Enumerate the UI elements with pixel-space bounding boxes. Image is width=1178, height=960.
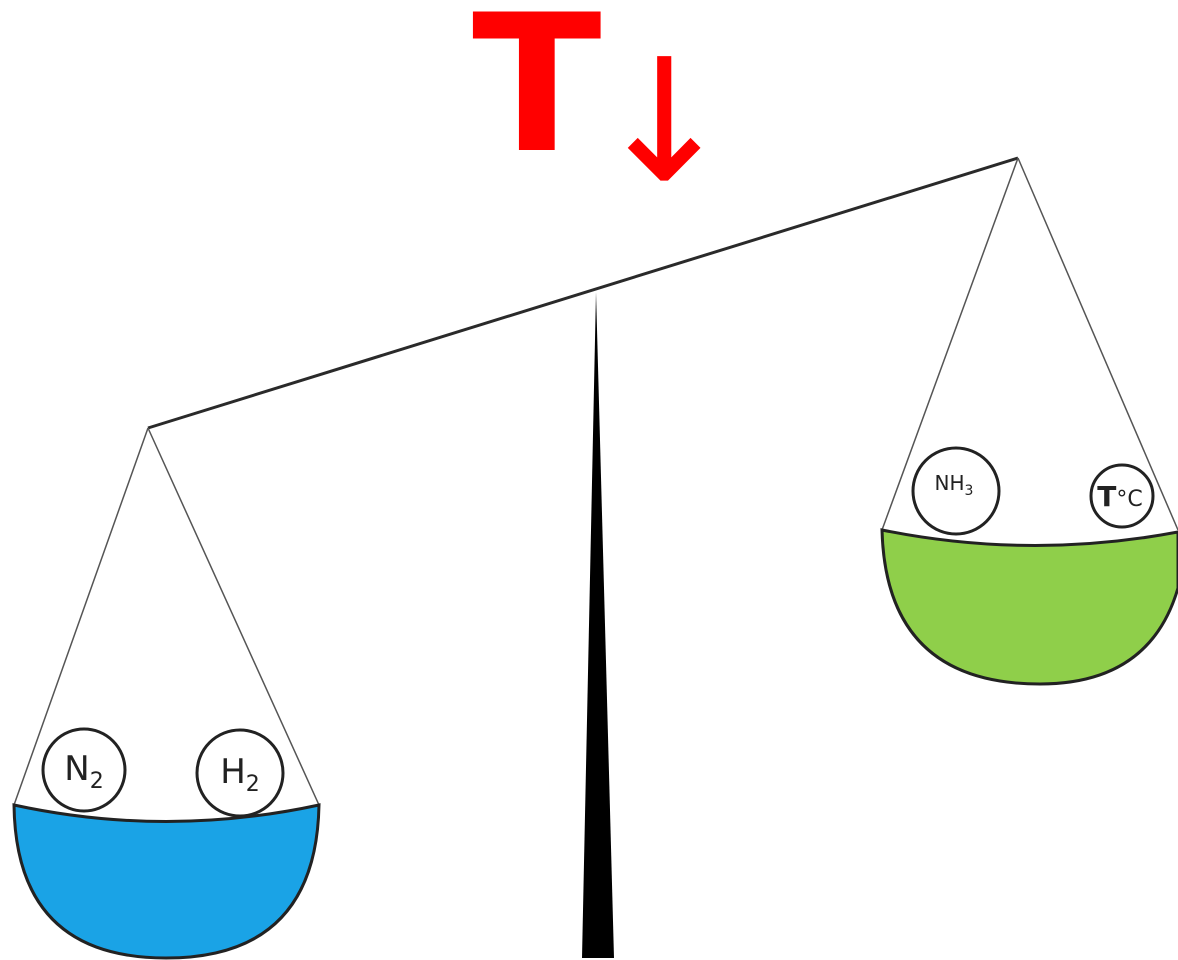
left-pan-string-left xyxy=(13,427,149,806)
molecule-h2: H2 xyxy=(195,728,285,818)
temperature-letter: T xyxy=(472,0,602,195)
molecule-nh3-symbol: NH xyxy=(935,471,965,495)
temperature-badge-letter: T xyxy=(1097,480,1116,513)
left-pan-string-right xyxy=(147,427,320,806)
scale-stand xyxy=(582,292,614,958)
molecule-n2: N2 xyxy=(41,727,127,813)
right-pan-bowl xyxy=(880,528,1178,686)
molecule-n2-subscript: 2 xyxy=(90,769,104,794)
temperature-badge: T°C xyxy=(1089,463,1155,529)
molecule-nh3-subscript: 3 xyxy=(965,483,974,499)
svg-text:N2: N2 xyxy=(64,749,103,794)
down-arrow-icon: ↓ xyxy=(593,23,735,221)
svg-text:NH3: NH3 xyxy=(935,471,974,499)
molecule-h2-subscript: 2 xyxy=(246,772,260,797)
molecule-h2-symbol: H xyxy=(220,752,246,792)
svg-text:H2: H2 xyxy=(220,752,260,797)
svg-text:T°C: T°C xyxy=(1097,480,1142,513)
temperature-badge-unit: °C xyxy=(1116,487,1142,512)
right-pan-string-left xyxy=(881,157,1019,531)
right-pan-string-right xyxy=(1017,157,1178,531)
scale-beam xyxy=(147,156,1019,430)
left-pan-bowl xyxy=(12,803,321,960)
molecule-nh3: NH3 xyxy=(911,446,1001,536)
molecule-n2-symbol: N xyxy=(64,749,89,789)
